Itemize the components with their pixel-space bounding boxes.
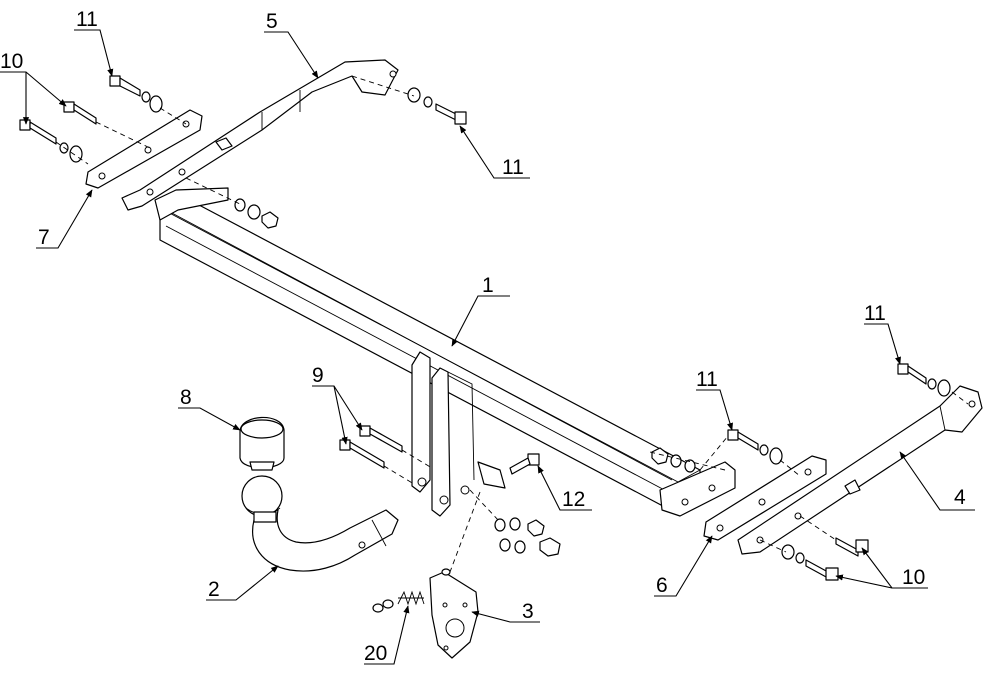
callout-5: 5 (266, 10, 278, 33)
assembly-axis-lines (55, 75, 969, 573)
callout-2: 2 (208, 578, 220, 601)
callout-11-far-right: 11 (864, 302, 886, 325)
electric-socket-plate (429, 571, 479, 659)
left-spacer-plate (85, 109, 203, 189)
bolt-9-pair (339, 425, 403, 469)
tow-ball-neck (241, 475, 399, 572)
callout-12: 12 (562, 488, 585, 511)
callout-10-top-left: 10 (0, 50, 23, 73)
nut-washer-set-right (651, 447, 696, 473)
right-side-arm (737, 385, 983, 555)
bolt-10-top-left (19, 101, 97, 163)
nut-washer-set-left (234, 198, 279, 229)
spring-washer-set (372, 568, 451, 613)
callout-20: 20 (364, 642, 387, 665)
callout-11-top-left: 11 (76, 8, 98, 31)
callout-6: 6 (656, 574, 668, 597)
callout-3: 3 (522, 600, 534, 623)
bolt-11-top-left (109, 75, 163, 113)
callout-leaders (0, 29, 975, 665)
callout-1: 1 (482, 274, 494, 297)
callout-9: 9 (312, 364, 324, 387)
center-mount-bracket (411, 351, 506, 517)
bolt-11-middle-right (727, 429, 783, 465)
callout-10-bottom-right: 10 (902, 566, 925, 589)
right-spacer-plate (703, 455, 827, 541)
callout-7: 7 (38, 226, 50, 249)
bolt-11-top-right (407, 87, 467, 125)
callout-numbers: 1 2 3 4 5 6 7 8 9 10 10 11 11 11 11 12 2… (0, 8, 966, 665)
bolt-10-bottom-right (781, 537, 869, 581)
nut-washer-set-center (494, 517, 561, 557)
bolt-11-far-right (897, 363, 951, 397)
callout-8: 8 (180, 386, 192, 409)
callout-4: 4 (954, 486, 966, 509)
left-side-arm (121, 59, 399, 211)
callout-11-middle-right: 11 (696, 368, 718, 391)
bolt-12 (509, 453, 540, 475)
ball-cover-cap (239, 416, 285, 471)
callout-11-top-right: 11 (502, 156, 524, 179)
